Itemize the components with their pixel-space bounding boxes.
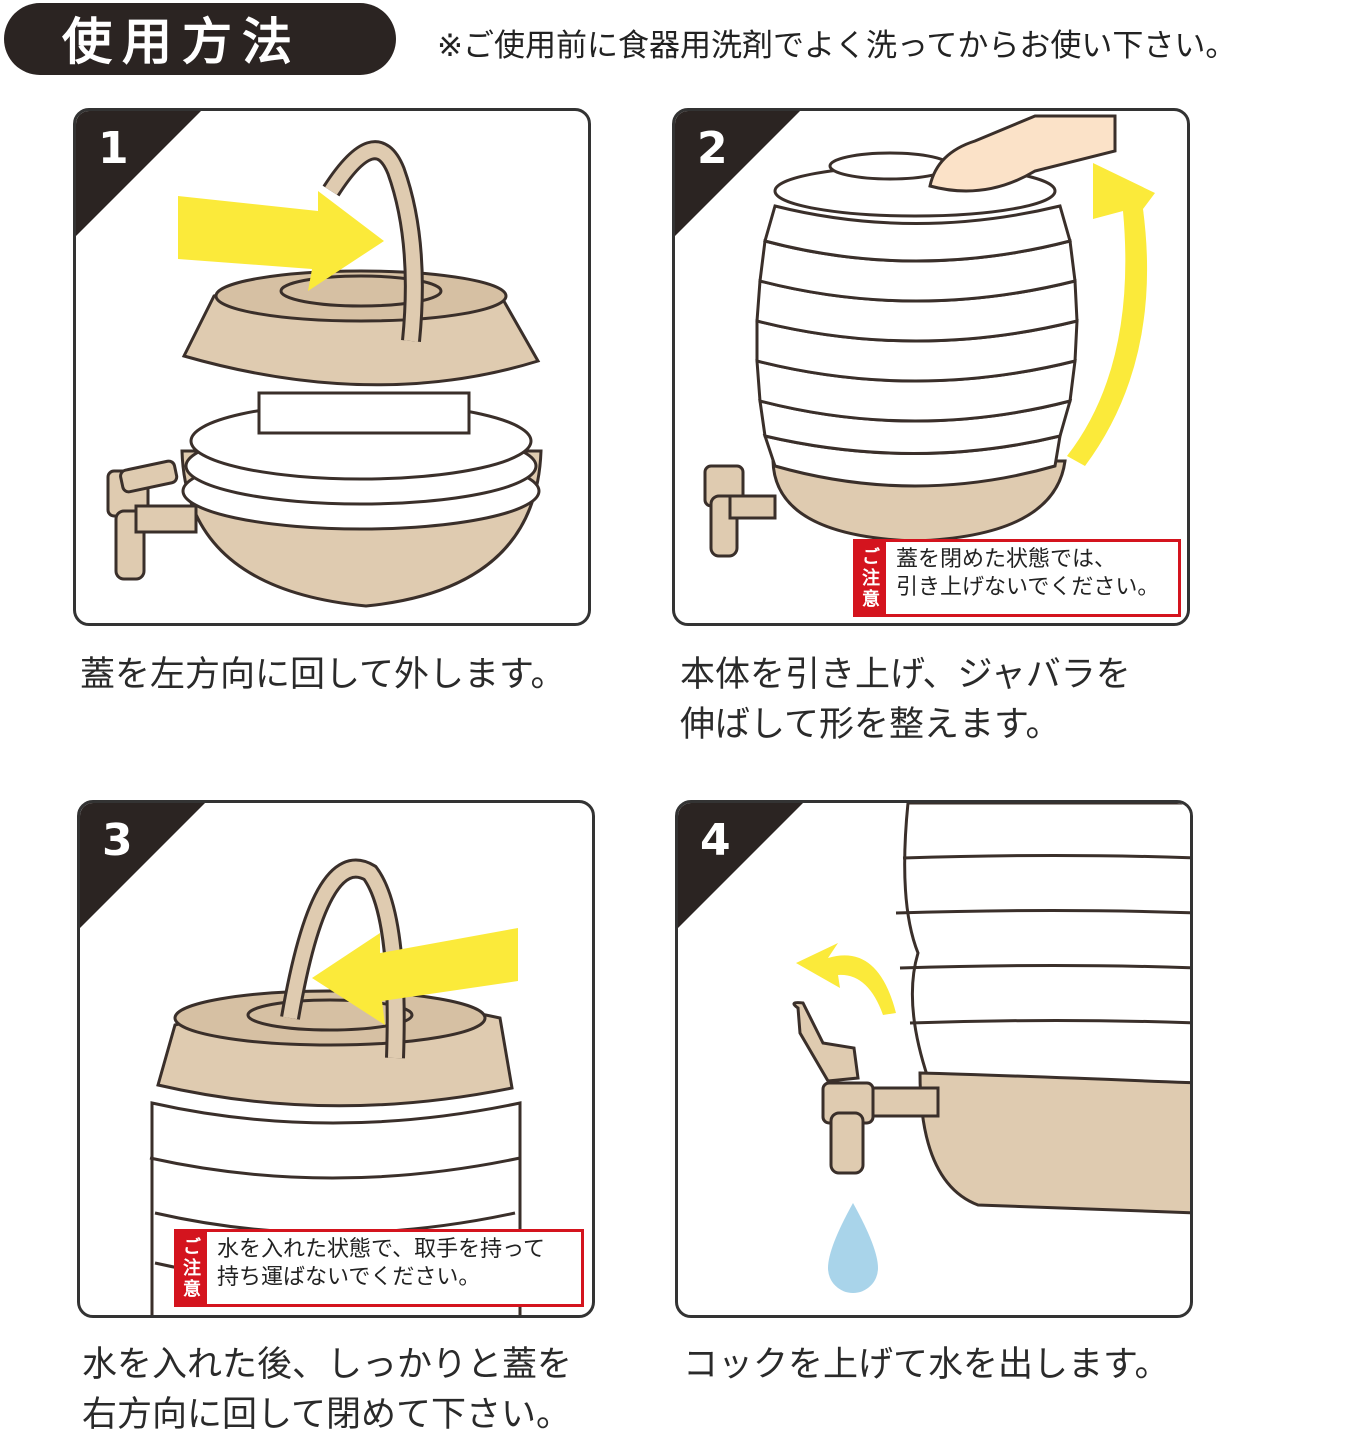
step-2-caption-line-1: 本体を引き上げ、ジャバラを: [680, 655, 1131, 695]
step-2-caution-box: ご 注 意 蓋を閉めた状態では、 引き上げないでください。: [853, 539, 1181, 617]
step-2-caption-line-2: 伸ばして形を整えます。: [680, 705, 1061, 745]
step-1-corner: [76, 111, 201, 236]
step-3-caution-label: ご 注 意: [177, 1232, 207, 1304]
step-4-caption: コックを上げて水を出します。: [683, 1340, 1170, 1390]
step-2-caution-text: 蓋を閉めた状態では、 引き上げないでください。: [896, 547, 1160, 600]
step-2-caption: 本体を引き上げ、ジャバラを 伸ばして形を整えます。: [680, 650, 1131, 750]
step-2-caution-label: ご 注 意: [856, 542, 886, 614]
step-1-illustration: [106, 140, 543, 608]
step-3-caption-line-2: 右方向に回して閉めて下さい。: [82, 1395, 571, 1435]
step-1-panel: 1: [73, 108, 591, 626]
step-1-caption: 蓋を左方向に回して外します。: [80, 650, 565, 700]
step-3-panel: 3 ご 注 意 水を入れた状態で、取手を持って 持ち運ばないでください。: [77, 800, 595, 1318]
title-badge: 使用方法: [4, 3, 396, 75]
step-4-corner: [678, 803, 803, 928]
step-3-caption: 水を入れた後、しっかりと蓋を 右方向に回して閉めて下さい。: [82, 1340, 572, 1440]
page-title: 使用方法: [62, 13, 302, 71]
step-3-caution-text: 水を入れた状態で、取手を持って 持ち運ばないでください。: [217, 1237, 546, 1290]
step-2-panel: 2 ご 注 意 蓋を閉めた状態では、 引き上げないでください。: [672, 108, 1190, 626]
step-1-number: 1: [98, 123, 129, 174]
step-4-caption-line-1: コックを上げて水を出します。: [683, 1345, 1170, 1385]
step-3-number: 3: [102, 815, 133, 866]
step-2-number: 2: [697, 123, 728, 174]
step-4-panel: 4: [675, 800, 1193, 1318]
step-3-caption-line-1: 水を入れた後、しっかりと蓋を: [82, 1345, 573, 1385]
step-2-corner: [675, 111, 800, 236]
step-3-corner: [80, 803, 205, 928]
step-2-illustration: [703, 114, 1155, 558]
usage-note: ※ご使用前に食器用洗剤でよく洗ってからお使い下さい。: [437, 28, 1237, 64]
step-4-illustration: [792, 803, 1190, 1293]
step-3-caution-box: ご 注 意 水を入れた状態で、取手を持って 持ち運ばないでください。: [174, 1229, 584, 1307]
step-1-caption-line-1: 蓋を左方向に回して外します。: [80, 655, 566, 695]
step-4-number: 4: [700, 815, 731, 866]
